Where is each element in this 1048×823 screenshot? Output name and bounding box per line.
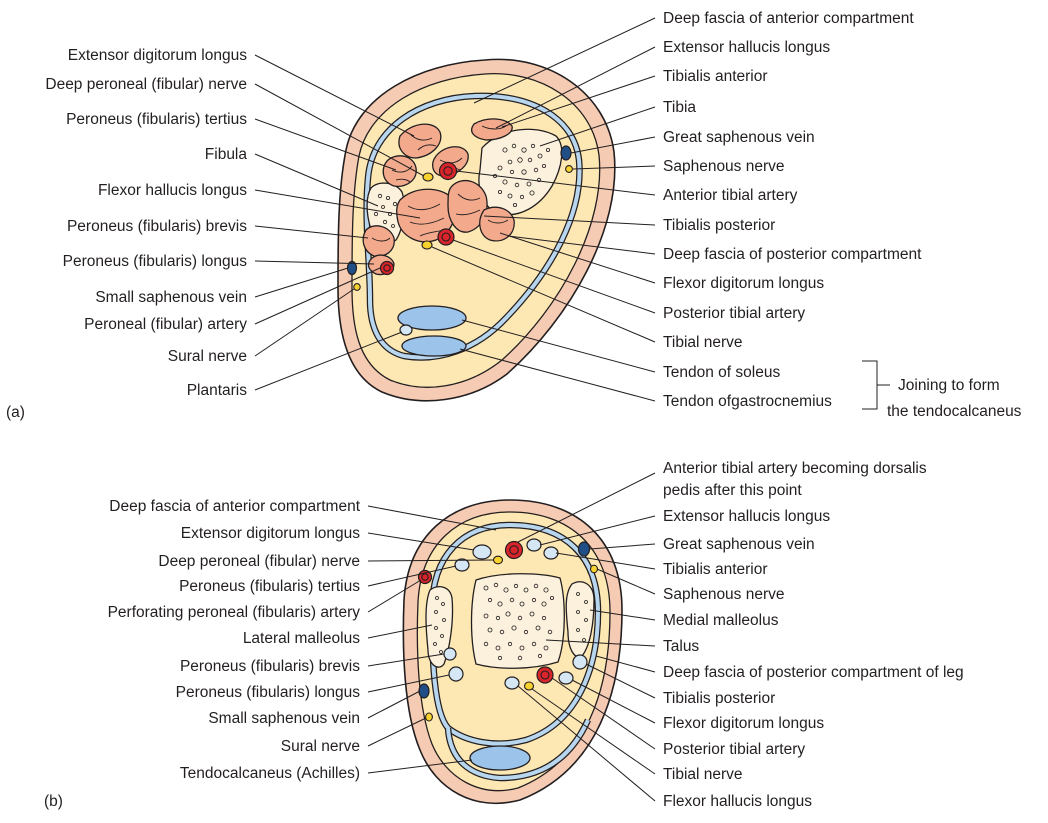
label-a-fibula: Fibula (205, 146, 248, 163)
bracket-note-line-2: the tendocalcaneus (887, 403, 1022, 420)
label-b-deep-fascia-posterior: Deep fascia of posterior compartment of … (663, 664, 964, 681)
label-a-sural-nerve: Sural nerve (168, 348, 247, 365)
label-a-tendon-of-soleus: Tendon of soleus (663, 364, 780, 381)
panel-b-tag: (b) (44, 793, 63, 810)
panel-b-talus (472, 574, 565, 669)
label-b-saphenous-nerve: Saphenous nerve (663, 586, 785, 603)
label-b-sural-nerve: Sural nerve (281, 738, 360, 755)
label-a-plantaris: Plantaris (187, 382, 248, 399)
panel-a-great-saphenous-vein (561, 146, 571, 160)
label-a-peroneus-brevis: Peroneus (fibularis) brevis (67, 218, 247, 235)
panel-b-section (403, 500, 622, 803)
panel-b-great-saphenous-vein (579, 542, 590, 556)
panel-b-anterior-tibial-artery (506, 542, 523, 559)
label-a-deep-peroneal-nerve: Deep peroneal (fibular) nerve (45, 76, 247, 93)
panel-b-posterior-tibial-artery (537, 667, 553, 683)
label-b-peroneus-tertius: Peroneus (fibularis) tertius (179, 578, 360, 595)
label-b-anterior-tibial-artery-2: pedis after this point (663, 482, 802, 499)
panel-b-tibialis-posterior (573, 655, 587, 669)
label-b-great-saphenous-vein: Great saphenous vein (663, 536, 815, 553)
panel-a-posterior-tibial-artery (438, 229, 454, 245)
panel-b-deep-peroneal-nerve (494, 556, 503, 564)
label-a-anterior-tibial-artery: Anterior tibial artery (663, 187, 798, 204)
label-a-great-saphenous-vein: Great saphenous vein (663, 129, 815, 146)
label-a-tibialis-anterior: Tibialis anterior (663, 68, 768, 85)
panel-a-saphenous-nerve (566, 166, 573, 173)
label-a-tibial-nerve: Tibial nerve (663, 334, 743, 351)
panel-a-sural-nerve (354, 284, 360, 291)
label-b-tendocalcaneus: Tendocalcaneus (Achilles) (180, 765, 360, 782)
panel-b-peroneus-tertius (455, 559, 469, 571)
label-b-flexor-hallucis-longus: Flexor hallucis longus (663, 793, 812, 810)
label-b-medial-malleolus: Medial malleolus (663, 612, 779, 629)
panel-b-flexor-hallucis-longus (505, 677, 519, 689)
label-b-posterior-tibial-artery: Posterior tibial artery (663, 741, 805, 758)
panel-a-peroneus-tertius (383, 156, 416, 186)
panel-b-sural-nerve (426, 713, 433, 721)
label-a-peroneus-longus: Peroneus (fibularis) longus (63, 253, 248, 270)
label-b-talus: Talus (663, 638, 699, 655)
label-b-peroneus-longus: Peroneus (fibularis) longus (176, 684, 361, 701)
label-b-tibial-nerve: Tibial nerve (663, 766, 743, 783)
panel-a-anterior-tibial-artery (440, 163, 457, 180)
panel-b-small-saphenous-vein (419, 684, 429, 698)
label-a-tibia: Tibia (663, 99, 696, 116)
label-a-flexor-digitorum-longus: Flexor digitorum longus (663, 275, 824, 292)
label-a-extensor-digitorum-longus: Extensor digitorum longus (68, 47, 247, 64)
label-a-extensor-hallucis-longus: Extensor hallucis longus (663, 39, 830, 56)
label-b-anterior-tibial-artery-1: Anterior tibial artery becoming dorsalis (663, 460, 927, 477)
bracket-note-line-1: Joining to form (898, 377, 1000, 394)
label-a-small-saphenous-vein: Small saphenous vein (95, 289, 247, 306)
label-a-saphenous-nerve: Saphenous nerve (663, 158, 785, 175)
panel-b-peroneus-brevis (444, 648, 456, 660)
panel-a-tendon-of-gastrocnemius (402, 336, 466, 356)
label-a-peroneus-tertius: Peroneus (fibularis) tertius (66, 111, 247, 128)
label-a-tendon-of-gastrocnemius: Tendon ofgastrocnemius (663, 393, 832, 410)
label-b-perforating-peroneal-artery: Perforating peroneal (fibularis) artery (108, 604, 361, 621)
label-a-peroneal-artery: Peroneal (fibular) artery (84, 316, 247, 333)
label-b-deep-fascia-anterior: Deep fascia of anterior compartment (109, 498, 360, 515)
label-a-flexor-hallucis-longus: Flexor hallucis longus (98, 182, 247, 199)
panel-b-tendocalcaneus (470, 746, 530, 770)
panel-b-extensor-digitorum-longus (473, 545, 491, 559)
panel-b-extensor-hallucis-longus (527, 539, 541, 551)
label-b-extensor-digitorum-longus: Extensor digitorum longus (181, 525, 360, 542)
label-b-flexor-digitorum-longus: Flexor digitorum longus (663, 715, 824, 732)
label-a-deep-fascia-posterior: Deep fascia of posterior compartment (663, 246, 922, 263)
panel-a-tibial-nerve (422, 241, 432, 249)
label-b-lateral-malleolus: Lateral malleolus (243, 630, 360, 647)
panel-a-plantaris (400, 325, 412, 335)
panel-a-deep-peroneal-nerve (423, 173, 433, 181)
panel-b-tibialis-anterior (544, 547, 558, 559)
panel-b-saphenous-nerve (591, 565, 598, 573)
panel-a-tag: (a) (6, 404, 25, 421)
label-a-tibialis-posterior: Tibialis posterior (663, 217, 775, 234)
label-b-tibialis-posterior: Tibialis posterior (663, 690, 775, 707)
label-b-tibialis-anterior: Tibialis anterior (663, 561, 768, 578)
panel-b-peroneus-longus (449, 667, 463, 681)
label-b-extensor-hallucis-longus: Extensor hallucis longus (663, 508, 830, 525)
label-a-posterior-tibial-artery: Posterior tibial artery (663, 305, 805, 322)
label-b-deep-peroneal-nerve: Deep peroneal (fibular) nerve (158, 553, 360, 570)
label-a-deep-fascia-anterior: Deep fascia of anterior compartment (663, 10, 914, 27)
panel-b-flexor-digitorum-longus (559, 672, 573, 684)
label-b-small-saphenous-vein: Small saphenous vein (208, 710, 360, 727)
label-b-peroneus-brevis: Peroneus (fibularis) brevis (180, 658, 360, 675)
panel-a-peroneal-artery (381, 262, 394, 275)
